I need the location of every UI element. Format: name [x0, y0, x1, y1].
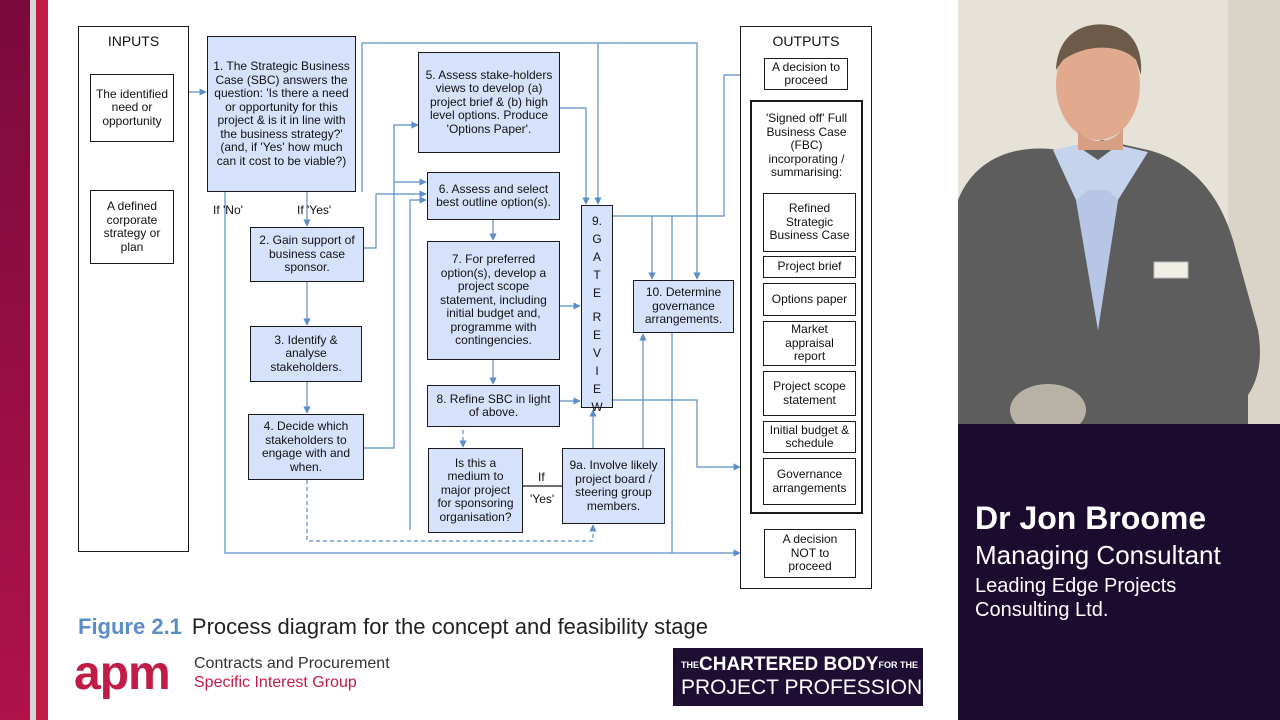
apm-logo: apm [74, 647, 171, 700]
step-4-decide-stakeholders: 4. Decide which stakeholders to engage w… [248, 414, 364, 480]
chartered-post: FOR THE [878, 660, 918, 670]
output-refined-sbc: Refined Strategic Business Case [763, 193, 856, 252]
gate-letter: I [595, 364, 599, 378]
left-stripe-dark [0, 0, 30, 720]
gate-letter: G [592, 232, 602, 246]
speaker-organisation: Leading Edge Projects Consulting Ltd. [975, 575, 1177, 621]
gate-letter: A [592, 250, 601, 264]
label-if-no: If 'No' [213, 203, 243, 217]
arrow-loop-to-assess [409, 196, 427, 530]
speaker-video [958, 0, 1280, 424]
arrow-sponsor-to-assess [364, 190, 427, 249]
step-10-governance: 10. Determine governance arrangements. [633, 280, 734, 333]
step-3-identify-stakeholders: 3. Identify & analyse stakeholders. [250, 326, 362, 382]
apm-sig-line2: Specific Interest Group [194, 674, 357, 691]
apm-sig-text: Contracts and Procurement Specific Inter… [194, 654, 390, 692]
gate-number: 9. [591, 214, 602, 228]
gate-letter: E [592, 382, 601, 396]
arrow-decide-to-stakeholders [364, 121, 419, 449]
arrow-sbc-to-governance [361, 42, 701, 280]
chartered-line2: PROJECT PROFESSION [681, 676, 923, 699]
output-decision-not-proceed: A decision NOT to proceed [764, 529, 856, 578]
gate-letter: T [593, 268, 601, 282]
speaker-role: Managing Consultant [975, 540, 1221, 570]
chartered-main: CHARTERED BODY [699, 654, 879, 675]
step-6-assess-options: 6. Assess and select best outline option… [427, 172, 560, 220]
output-project-brief: Project brief [763, 256, 856, 278]
output-market-appraisal: Market appraisal report [763, 321, 856, 366]
speaker-name: Dr Jon Broome [975, 500, 1207, 536]
label-yes: 'Yes' [530, 492, 555, 506]
arrow-if-no-to-not-proceed [224, 192, 741, 557]
left-stripe-red [36, 0, 48, 720]
figure-caption: Figure 2.1 Process diagram for the concep… [78, 614, 708, 640]
figure-title: Process diagram for the concept and feas… [191, 614, 708, 639]
arrow-stakeholders-to-gate [560, 107, 590, 205]
chartered-pre: THE [681, 660, 699, 670]
left-stripe-grey [30, 0, 36, 720]
step-2-gain-support: 2. Gain support of business case sponsor… [250, 227, 364, 282]
inputs-title: INPUTS [107, 33, 160, 49]
gate-letter: W [591, 400, 603, 414]
step-5-assess-stakeholder-views: 5. Assess stake-holders views to develop… [418, 52, 560, 153]
step-7-preferred-options: 7. For preferred option(s), develop a pr… [427, 241, 560, 360]
label-if-yes: If 'Yes' [297, 203, 332, 217]
chartered-body-logo: THECHARTERED BODYFOR THE PROJECT PROFESS… [673, 648, 923, 706]
apm-sig-line1: Contracts and Procurement [194, 655, 390, 672]
output-scope-statement: Project scope statement [763, 371, 856, 416]
speaker-banner: Dr Jon Broome Managing Consultant Leadin… [958, 424, 1280, 720]
step-9-gate-review: 9. G A T E R E V I E W [581, 205, 613, 414]
output-decision-proceed: A decision to proceed [764, 58, 848, 90]
label-if: If [538, 470, 545, 484]
step-1-strategic-business-case: 1. The Strategic Business Case (SBC) ans… [207, 36, 356, 192]
gate-letter: V [592, 346, 601, 360]
gate-letter: R [592, 310, 602, 324]
step-8-refine-sbc: 8. Refine SBC in light of above. [427, 385, 560, 427]
output-budget-schedule: Initial budget & schedule [763, 421, 856, 453]
dashed-arrow-decide-to-involve [306, 480, 597, 542]
output-governance: Governance arrangements [763, 458, 856, 505]
gate-letter: E [592, 286, 601, 300]
output-fbc-heading: 'Signed off' Full Business Case (FBC) in… [765, 111, 848, 180]
input-need: The identified need or opportunity [90, 74, 174, 142]
question-medium-major-project: Is this a medium to major project for sp… [428, 448, 523, 533]
arrow-gate-to-outputs [613, 399, 741, 471]
gate-letter: E [592, 328, 601, 342]
speaker-figure [958, 0, 1280, 424]
step-9a-involve-board: 9a. Involve likely project board / steer… [562, 448, 665, 524]
figure-number: Figure 2.1 [78, 614, 182, 639]
input-strategy: A defined corporate strategy or plan [90, 190, 174, 264]
outputs-title: OUTPUTS [772, 33, 840, 49]
output-options-paper: Options paper [763, 283, 856, 316]
